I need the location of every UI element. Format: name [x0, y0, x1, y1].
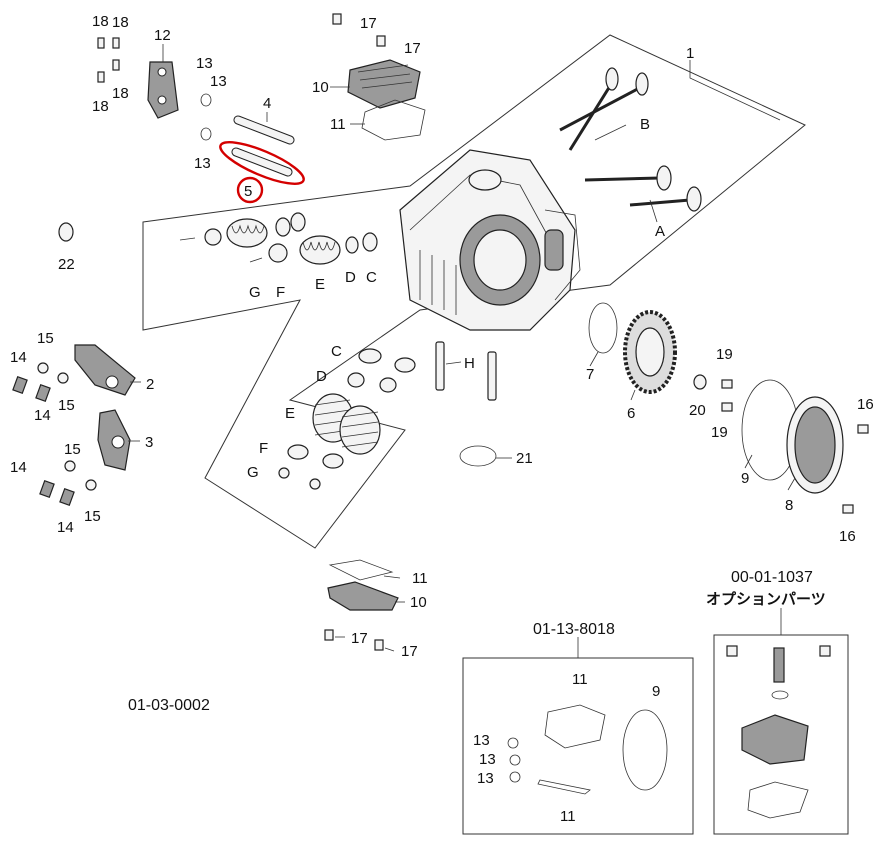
callout-17c: 17	[351, 630, 368, 647]
side-cover	[693, 374, 869, 514]
kit-callout-9: 9	[652, 683, 660, 700]
o-rings-13	[200, 93, 212, 141]
callout-16a: 16	[857, 396, 874, 413]
kit-callout-13a: 13	[473, 732, 490, 749]
gasket-kit-box	[462, 637, 694, 835]
callout-13b: 13	[210, 73, 227, 90]
callout-9: 9	[741, 470, 749, 487]
kit-part-code: 01-13-8018	[533, 621, 615, 638]
callout-15c: 15	[64, 441, 81, 458]
callout-19a: 19	[716, 346, 733, 363]
callout-G-lower: G	[247, 464, 259, 481]
option-part-code: 00-01-1037	[731, 569, 813, 586]
callout-18a: 18	[92, 13, 109, 30]
callout-14c: 14	[10, 459, 27, 476]
callout-22: 22	[58, 256, 75, 273]
callout-D-upper: D	[345, 269, 356, 286]
callout-21: 21	[516, 450, 533, 467]
callout-D-lower: D	[316, 368, 327, 385]
assembly-outline	[142, 34, 806, 549]
callout-18c: 18	[92, 98, 109, 115]
callout-14b: 14	[34, 407, 51, 424]
valve-cover-bottom	[324, 559, 399, 651]
option-parts-box	[713, 608, 849, 835]
highlight-part-5	[219, 141, 305, 204]
callout-3: 3	[145, 434, 153, 451]
callout-15b: 15	[58, 397, 75, 414]
callout-A: A	[655, 223, 665, 240]
callout-1: 1	[686, 45, 694, 62]
callout-2: 2	[146, 376, 154, 393]
callout-12: 12	[154, 27, 171, 44]
kit-callout-13b: 13	[479, 751, 496, 768]
valves	[559, 67, 702, 212]
cylinder-head	[399, 149, 581, 331]
valve-springs-lower	[278, 348, 416, 490]
callout-7: 7	[586, 366, 594, 383]
callout-C-upper: C	[366, 269, 377, 286]
callout-13a: 13	[196, 55, 213, 72]
rocker-pins	[231, 115, 295, 177]
callout-11-bottom: 11	[412, 570, 428, 587]
callout-C-lower: C	[331, 343, 342, 360]
callout-E-upper: E	[315, 276, 325, 293]
callout-5: 5	[244, 183, 252, 200]
callout-F-upper: F	[276, 284, 285, 301]
callout-8: 8	[785, 497, 793, 514]
studs-h	[435, 341, 497, 401]
o-ring-21	[459, 445, 497, 467]
callout-14a: 14	[10, 349, 27, 366]
valve-cover-top	[332, 13, 426, 141]
bracket-12	[97, 37, 179, 119]
main-part-code: 01-03-0002	[128, 697, 210, 714]
callout-17a: 17	[360, 15, 377, 32]
callout-19b: 19	[711, 424, 728, 441]
callout-6: 6	[627, 405, 635, 422]
callout-H: H	[464, 355, 475, 372]
callout-17b: 17	[404, 40, 421, 57]
callout-B: B	[640, 116, 650, 133]
callout-E-lower: E	[285, 405, 295, 422]
callout-18b: 18	[112, 14, 129, 31]
kit-callout-11b: 11	[560, 808, 576, 825]
callout-G-upper: G	[249, 284, 261, 301]
callouts: 1 2 3 4 5 6 7 8 9 10 10 11 11 12 13 13 1…	[10, 13, 874, 825]
callout-F-lower: F	[259, 440, 268, 457]
part-22-shape	[58, 222, 74, 242]
callout-13c: 13	[194, 155, 211, 172]
callout-15d: 15	[84, 508, 101, 525]
callout-4: 4	[263, 95, 271, 112]
callout-10-top: 10	[312, 79, 329, 96]
kit-callout-11a: 11	[572, 671, 588, 688]
leader-lines	[128, 44, 796, 652]
callout-15a: 15	[37, 330, 54, 347]
callout-11-top: 11	[330, 116, 346, 133]
callout-18d: 18	[112, 85, 129, 102]
cam-sprocket	[588, 302, 677, 394]
kit-callout-13c: 13	[477, 770, 494, 787]
rocker-arms	[12, 344, 136, 507]
callout-17d: 17	[401, 643, 418, 660]
callout-10-bottom: 10	[410, 594, 427, 611]
option-parts-label: オプションパーツ	[706, 591, 826, 608]
callout-16b: 16	[839, 528, 856, 545]
callout-14d: 14	[57, 519, 74, 536]
callout-20: 20	[689, 402, 706, 419]
valve-springs-upper	[179, 212, 378, 265]
